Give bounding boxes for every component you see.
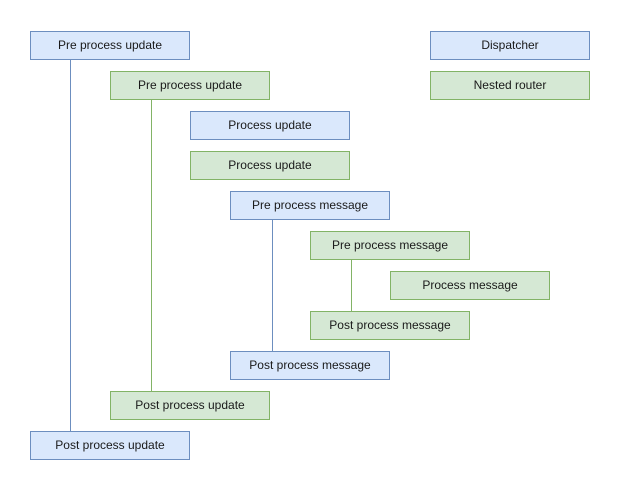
node-box[interactable]: Post process update [30, 431, 190, 460]
node-box[interactable]: Pre process message [230, 191, 390, 220]
node-label: Pre process message [331, 238, 449, 253]
node-box[interactable]: Post process message [230, 351, 390, 380]
node-label: Pre process update [57, 38, 163, 53]
connector-pre-message-to-post-message [272, 220, 273, 351]
legend-item-label: Dispatcher [481, 38, 539, 53]
node-box[interactable]: Post process update [110, 391, 270, 420]
node-label: Pre process update [137, 78, 243, 93]
connector-pre-update-to-post-update-nested [151, 100, 152, 391]
node-label: Post process message [249, 358, 371, 373]
node-box[interactable]: Process update [190, 111, 350, 140]
legend-item-router: Nested router [430, 71, 590, 100]
node-label: Post process update [55, 438, 165, 453]
node-label: Pre process message [251, 198, 369, 213]
node-box[interactable]: Pre process update [30, 31, 190, 60]
legend-item-label: Nested router [473, 78, 547, 93]
node-label: Process message [422, 278, 518, 293]
connector-pre-update-to-post-update [70, 60, 71, 431]
node-box[interactable]: Pre process update [110, 71, 270, 100]
node-label: Post process update [135, 398, 245, 413]
connector-pre-message-to-post-message-nested [351, 260, 352, 311]
node-label: Post process message [329, 318, 451, 333]
node-box[interactable]: Pre process message [310, 231, 470, 260]
node-label: Process update [228, 158, 312, 173]
node-box[interactable]: Process message [390, 271, 550, 300]
legend-item-dispatcher: Dispatcher [430, 31, 590, 60]
node-label: Process update [228, 118, 312, 133]
node-box[interactable]: Post process message [310, 311, 470, 340]
node-box[interactable]: Process update [190, 151, 350, 180]
